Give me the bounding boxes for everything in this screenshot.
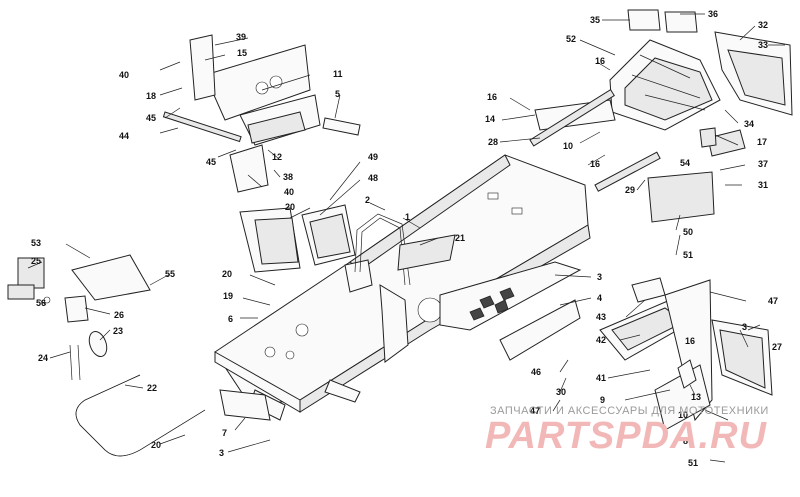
hitch-parts	[7, 254, 151, 381]
callout-11: 11	[333, 69, 343, 79]
callout-56: 56	[36, 298, 46, 308]
callout-49: 49	[368, 152, 378, 162]
callout-33: 33	[758, 40, 768, 50]
callout-24: 24	[38, 353, 48, 363]
callout-39: 39	[236, 32, 246, 42]
callout-34: 34	[744, 119, 754, 129]
callout-13: 13	[691, 392, 701, 402]
lower-pan	[439, 261, 582, 331]
mesh-guard	[239, 204, 356, 273]
callout-3: 3	[742, 322, 747, 332]
callout-16: 16	[590, 159, 600, 169]
footrest-assembly	[599, 277, 773, 431]
callout-51: 51	[688, 458, 698, 468]
rear-rack-assembly	[529, 9, 793, 223]
callout-23: 23	[113, 326, 123, 336]
callout-47: 47	[768, 296, 778, 306]
right-plate	[499, 299, 581, 361]
callout-50: 50	[683, 227, 693, 237]
callout-29: 29	[625, 185, 635, 195]
callout-52: 52	[566, 34, 576, 44]
callout-8: 8	[683, 436, 688, 446]
callout-17: 17	[757, 137, 767, 147]
leader-lines	[27, 13, 785, 463]
callout-19: 19	[223, 291, 233, 301]
callout-9: 9	[600, 395, 605, 405]
watermark-brand: PARTSPDA.RU	[485, 415, 768, 457]
callout-37: 37	[758, 159, 768, 169]
callout-16: 16	[685, 336, 695, 346]
callout-28: 28	[488, 137, 498, 147]
callout-46: 46	[531, 367, 541, 377]
callout-41: 41	[596, 373, 606, 383]
callout-35: 35	[590, 15, 600, 25]
callout-27: 27	[772, 342, 782, 352]
callout-22: 22	[147, 383, 157, 393]
callout-7: 7	[222, 428, 227, 438]
callout-16: 16	[487, 92, 497, 102]
callout-47: 47	[530, 406, 540, 416]
steering-bracket-assembly	[162, 34, 361, 193]
watermark: ЗАПЧАСТИ И АКСЕССУАРЫ ДЛЯ МОТОТЕХНИКИ PA…	[485, 405, 769, 457]
callout-54: 54	[680, 158, 690, 168]
callout-12: 12	[272, 152, 282, 162]
callout-53: 53	[31, 238, 41, 248]
callout-4: 4	[597, 293, 602, 303]
callout-20: 20	[151, 440, 161, 450]
callout-2: 2	[365, 195, 370, 205]
callout-26: 26	[114, 310, 124, 320]
callout-51: 51	[683, 250, 693, 260]
callout-40: 40	[284, 187, 294, 197]
watermark-caption: ЗАПЧАСТИ И АКСЕССУАРЫ ДЛЯ МОТОТЕХНИКИ	[490, 405, 769, 417]
callout-3: 3	[219, 448, 224, 458]
callout-55: 55	[165, 269, 175, 279]
lower-bracket	[219, 389, 271, 421]
callout-36: 36	[708, 9, 718, 19]
callout-18: 18	[146, 91, 156, 101]
callout-5: 5	[335, 89, 340, 99]
callout-40: 40	[119, 70, 129, 80]
callout-15: 15	[237, 48, 247, 58]
callout-21: 21	[455, 233, 465, 243]
callout-43: 43	[596, 312, 606, 322]
callout-25: 25	[31, 256, 41, 266]
callout-14: 14	[485, 114, 495, 124]
callout-6: 6	[228, 314, 233, 324]
callout-38: 38	[283, 172, 293, 182]
callout-10: 10	[563, 141, 573, 151]
callout-45: 45	[146, 113, 156, 123]
callout-48: 48	[368, 173, 378, 183]
callout-3: 3	[597, 272, 602, 282]
callout-42: 42	[596, 335, 606, 345]
callout-16: 16	[595, 56, 605, 66]
callout-32: 32	[758, 20, 768, 30]
callout-10: 10	[678, 410, 688, 420]
callout-labels: 1 2 3 3 3 4 5 6 7 8 9 10 10 11 12 13 14 …	[31, 9, 782, 468]
callout-45: 45	[206, 157, 216, 167]
callout-31: 31	[758, 180, 768, 190]
rear-bumper	[75, 374, 206, 457]
callout-1: 1	[405, 212, 410, 222]
callout-20: 20	[285, 202, 295, 212]
callout-44: 44	[119, 131, 129, 141]
callout-30: 30	[556, 387, 566, 397]
callout-20: 20	[222, 269, 232, 279]
